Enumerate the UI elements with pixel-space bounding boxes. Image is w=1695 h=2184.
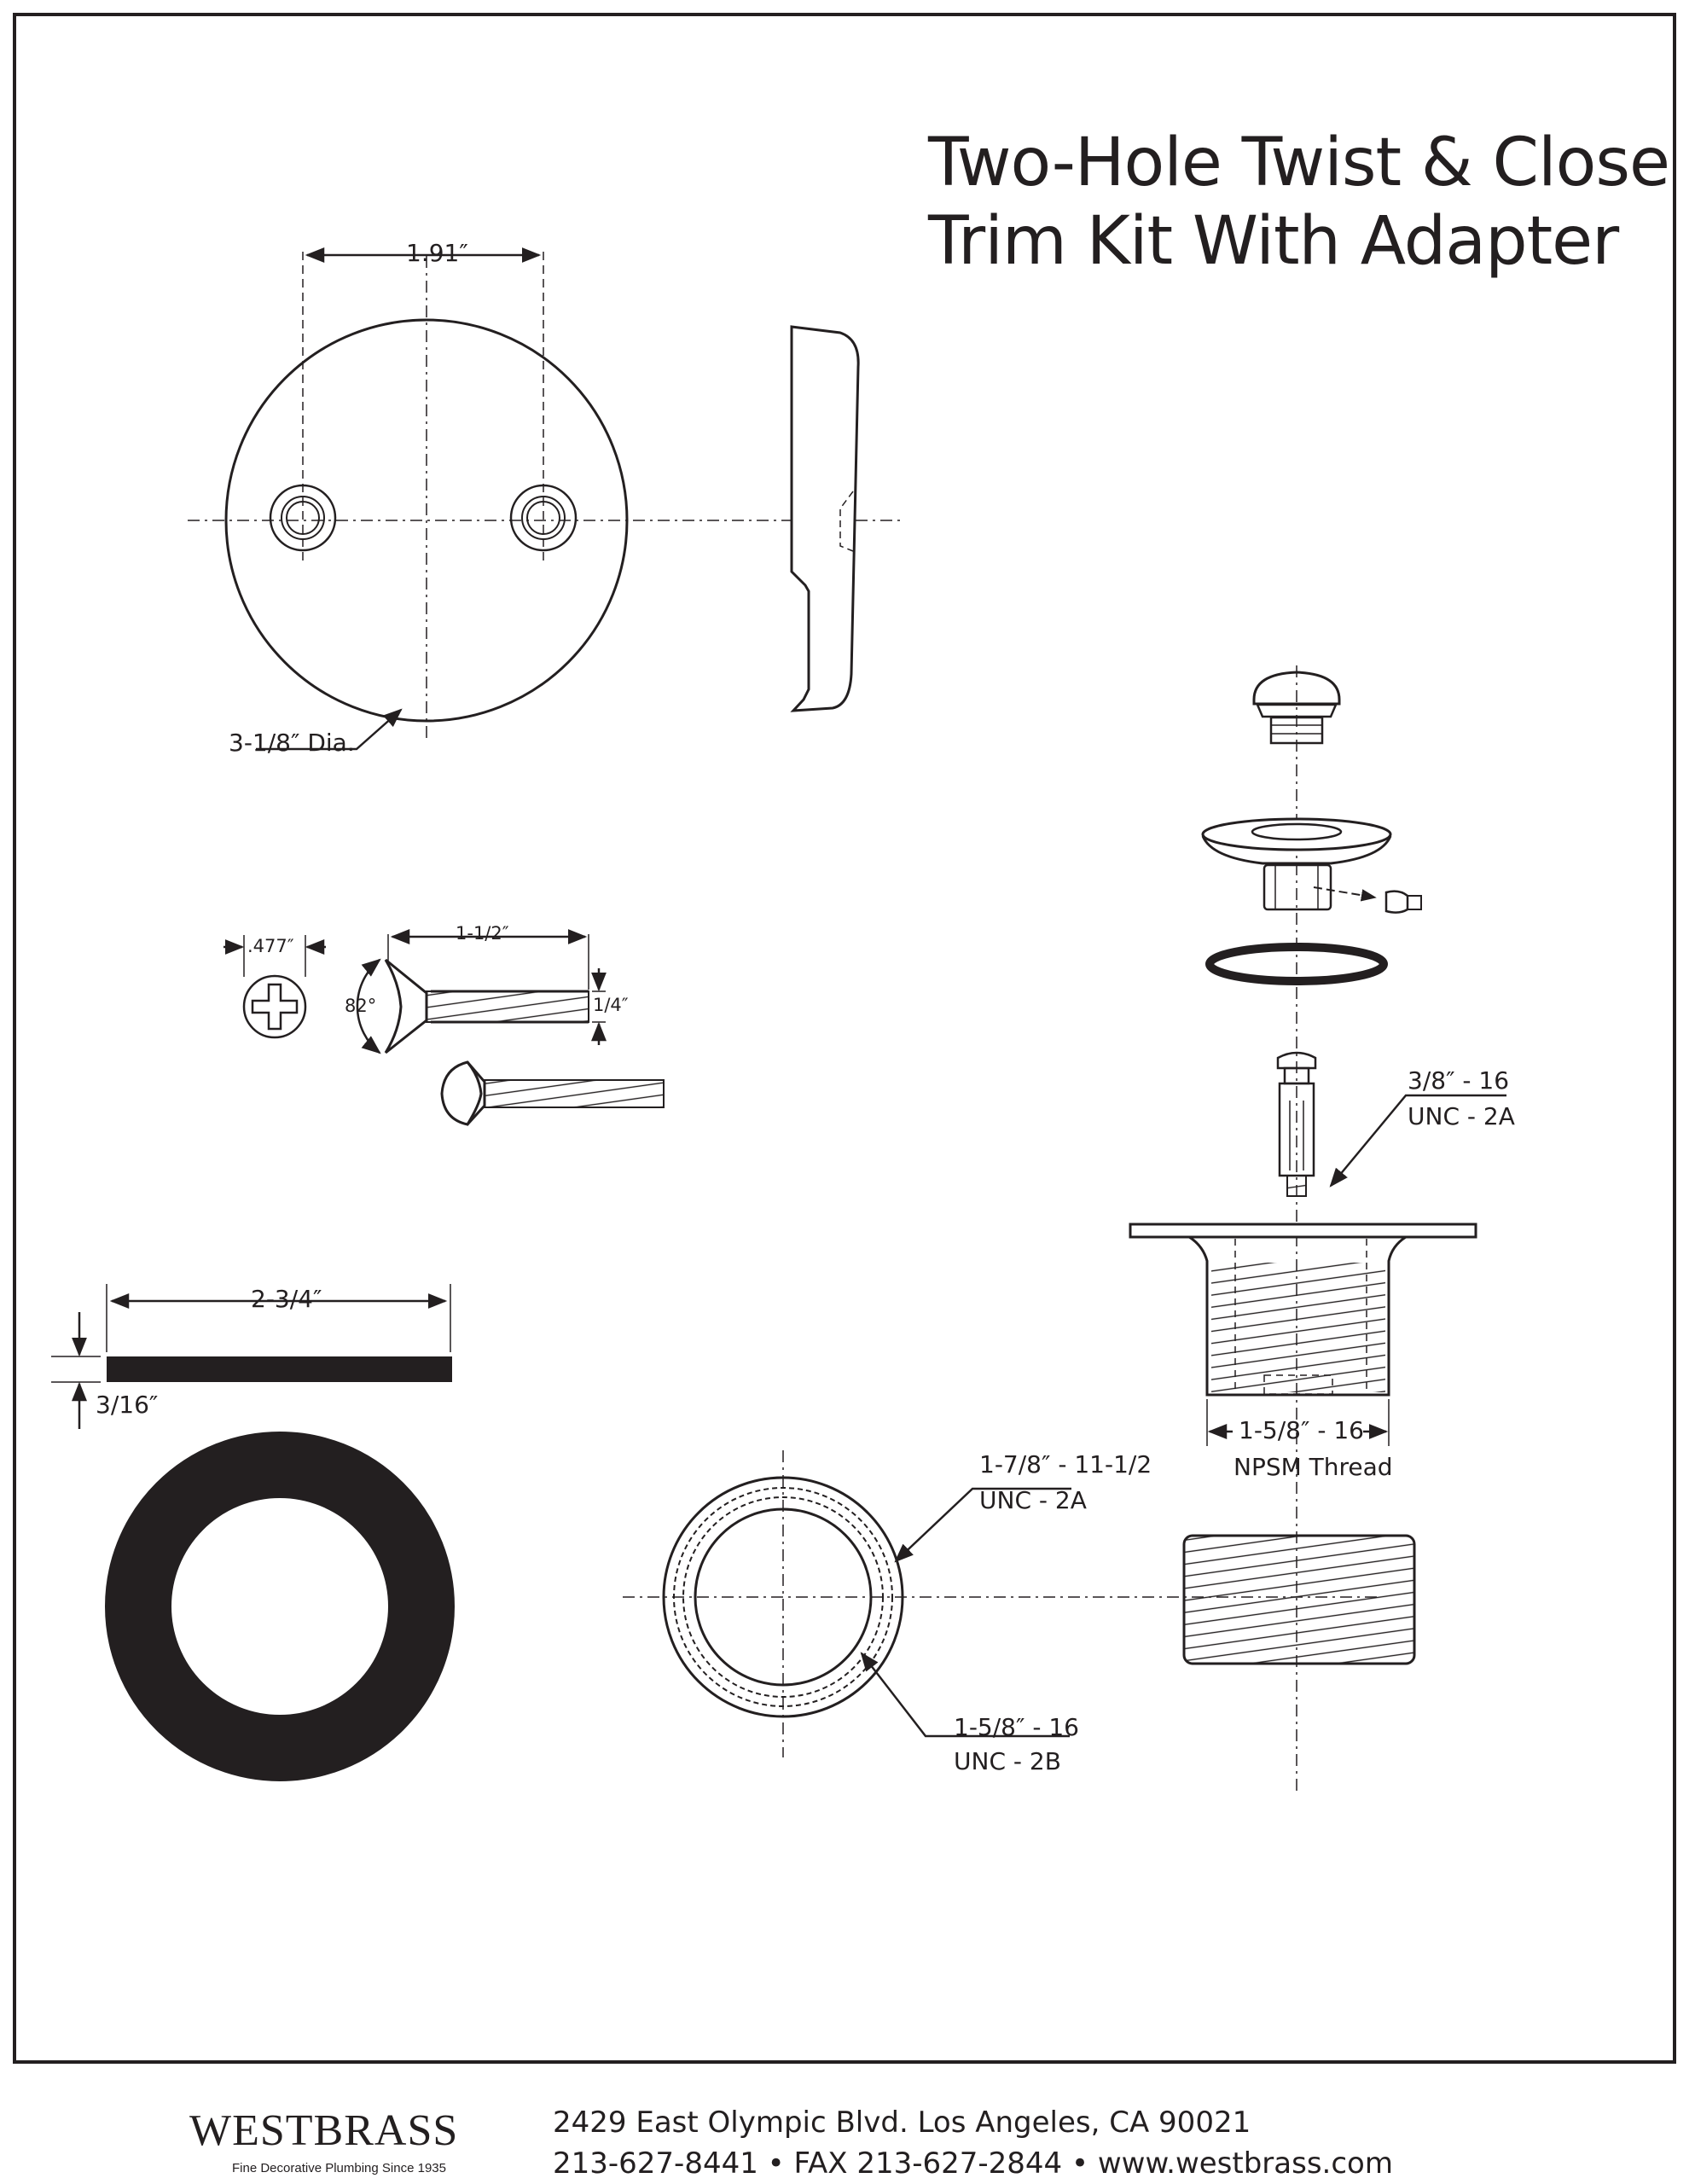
label-adapter-inner-class: UNC - 2B [954, 1747, 1061, 1775]
screw-head-top-view [223, 935, 326, 1039]
label-adapter-inner-thread: 1-5/8″ - 16 [954, 1713, 1079, 1741]
drawing-title: Two-Hole Twist & Close Trim Kit With Ada… [928, 124, 1670, 281]
title-line-1: Two-Hole Twist & Close [928, 125, 1670, 201]
title-line-2: Trim Kit With Adapter [928, 203, 1619, 280]
label-gasket-width: 2-3/4″ [251, 1285, 322, 1313]
o-ring [1205, 943, 1388, 985]
overflow-plate-side [790, 325, 860, 712]
screw-hole-right [509, 484, 578, 552]
drain-flange [1201, 817, 1422, 914]
leader-plate-diameter [256, 708, 403, 751]
adapter-side-view [1182, 1534, 1416, 1665]
label-screw-length: 1-1/2″ [456, 923, 509, 944]
gasket-side-view [51, 1284, 452, 1429]
label-body-thread-size: 1-5/8″ - 16 [1239, 1416, 1364, 1444]
adapter-end-view [623, 1450, 1382, 1757]
label-screw-angle: 82° [345, 996, 377, 1016]
label-plate-diameter: 3-1/8″ Dia. [229, 729, 355, 757]
screw-side-view [440, 1060, 665, 1126]
label-stem-thread-size: 3/8″ - 16 [1408, 1066, 1510, 1095]
brand-tagline: Fine Decorative Plumbing Since 1935 [232, 2161, 446, 2175]
phone-fax-web: 213-627-8441 • FAX 213-627-2844 • www.we… [553, 2146, 1393, 2181]
screw-side-view-dimensioned [356, 929, 607, 1054]
label-screw-head: .477″ [247, 936, 294, 956]
overflow-plate-front [188, 247, 904, 751]
label-adapter-outer-class: UNC - 2A [979, 1486, 1087, 1514]
label-stem-thread-class: UNC - 2A [1408, 1102, 1515, 1130]
drain-body [1129, 1223, 1477, 1446]
label-body-thread-type: NPSM Thread [1234, 1453, 1393, 1481]
contact-info: 2429 East Olympic Blvd. Los Angeles, CA … [553, 2102, 1393, 2184]
label-hole-spacing: 1.91″ [406, 239, 468, 267]
screw-hole-left [269, 484, 337, 552]
gasket-ring [105, 1432, 455, 1781]
label-screw-shank: 1/4″ [593, 995, 629, 1015]
label-adapter-outer-thread: 1-7/8″ - 11-1/2 [979, 1450, 1152, 1478]
brand-logo: WESTBRASS [189, 2106, 459, 2155]
address: 2429 East Olympic Blvd. Los Angeles, CA … [553, 2106, 1251, 2140]
stopper-stem [1276, 1051, 1506, 1197]
drawing-frame [13, 13, 1676, 2064]
label-gasket-thickness: 3/16″ [96, 1391, 159, 1419]
